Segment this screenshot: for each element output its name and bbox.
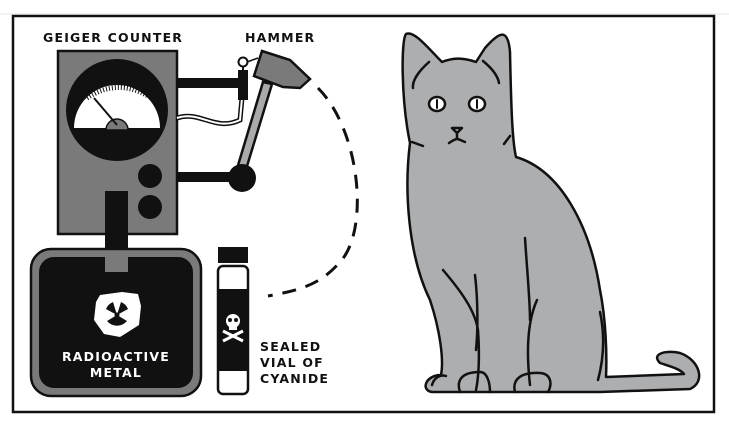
cat-nose [450, 126, 464, 135]
vial-label-line2: VIAL OF [260, 355, 324, 370]
vial-label-line3: CYANIDE [260, 371, 329, 386]
relay [238, 70, 248, 100]
radioactive-metal-box: RADIOACTIVE METAL [29, 247, 203, 398]
dial-needle [93, 97, 118, 126]
cyanide-vial [216, 247, 250, 396]
geiger-counter [56, 49, 179, 236]
vial-label-line1: SEALED [260, 339, 321, 354]
upper-arm [170, 78, 246, 88]
cat [401, 32, 701, 394]
hammer-label: HAMMER [245, 30, 315, 45]
radioactive-label-line2: METAL [90, 365, 142, 380]
geiger-counter-label: GEIGER COUNTER [43, 30, 183, 45]
radioactive-label-line1: RADIOACTIVE [62, 349, 170, 364]
skull-crossbones-icon [222, 314, 244, 343]
radiation-icon [94, 292, 141, 337]
hammer-swing-path [267, 86, 359, 298]
lower-arm [170, 172, 242, 182]
knob-top [138, 164, 162, 188]
hammer [228, 49, 312, 192]
knob-bottom [138, 195, 162, 219]
